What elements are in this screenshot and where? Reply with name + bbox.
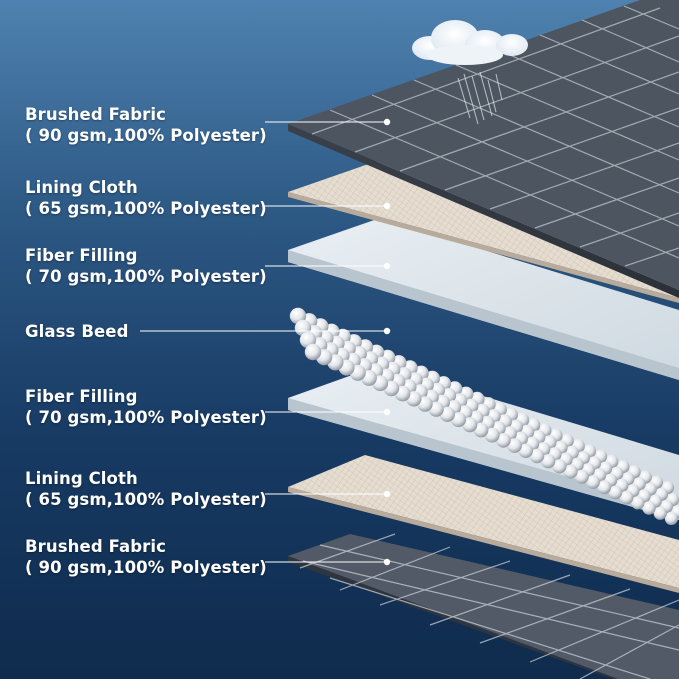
layer-glass-beads <box>289 307 679 525</box>
glass-bead <box>518 443 533 458</box>
glass-bead <box>653 506 667 520</box>
glass-bead <box>462 417 478 433</box>
glass-bead <box>597 480 612 495</box>
leader-dots <box>383 118 391 566</box>
glass-bead <box>631 496 645 510</box>
glass-bead <box>507 438 522 453</box>
layer-brushed-fabric-bottom <box>288 533 679 679</box>
glass-bead <box>473 422 489 438</box>
glass-bead <box>552 459 567 474</box>
glass-bead <box>304 343 322 361</box>
layer-lining-cloth-upper <box>288 160 679 303</box>
layer-lining-cloth-lower <box>288 455 679 593</box>
glass-bead <box>608 485 623 500</box>
glass-bead <box>563 464 578 479</box>
glass-bead <box>529 448 545 464</box>
glass-bead <box>642 501 656 515</box>
glass-bead <box>484 427 500 443</box>
leader-lines <box>140 121 386 563</box>
glass-bead <box>574 469 589 484</box>
glass-bead <box>586 475 600 489</box>
rain-cloud-icon <box>412 20 528 125</box>
layer-brushed-fabric-top <box>288 0 679 298</box>
glass-bead <box>496 433 511 448</box>
glass-bead <box>541 454 556 469</box>
layer-fiber-filling-upper <box>288 218 679 380</box>
glass-bead <box>619 490 634 505</box>
glass-bead <box>664 511 679 525</box>
